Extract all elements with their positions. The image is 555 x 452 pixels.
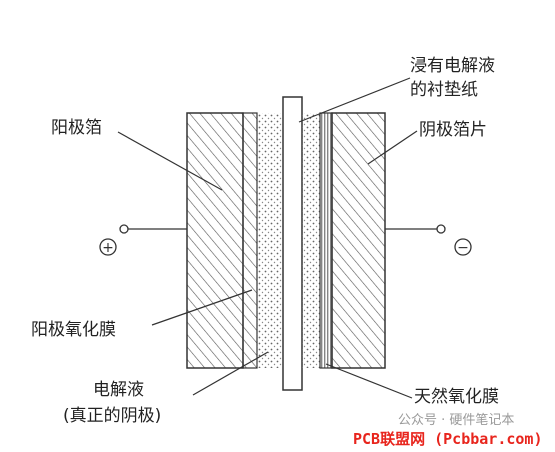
electrolyte-region-right [302, 113, 320, 368]
label-electrolyte-line1: 电解液 [93, 380, 144, 400]
leader-natural-oxide [325, 363, 413, 399]
negative-lead-end [436, 224, 446, 234]
negative-symbol-ring [454, 238, 472, 256]
anode-oxide-film-strip [242, 112, 258, 369]
anode-foil-block [186, 112, 244, 369]
label-electrolyte-line2: (真正的阴极) [63, 406, 162, 426]
label-soaked-separator-line1: 浸有电解液 [410, 56, 495, 76]
leader-separator [298, 77, 411, 123]
watermark-account: 公众号 · 硬件笔记本 [398, 413, 515, 428]
leader-electrolyte [192, 351, 269, 396]
cathode-foil-block [331, 112, 386, 369]
negative-symbol: − [457, 240, 469, 256]
label-anode-oxide-film: 阳极氧化膜 [31, 320, 116, 340]
natural-oxide-film-strip [319, 112, 333, 369]
label-cathode-foil: 阴极箔片 [419, 120, 487, 140]
label-anode-foil: 阳极箔 [51, 118, 102, 138]
positive-symbol-ring [99, 238, 117, 256]
leader-anode-oxide [151, 289, 253, 326]
watermark-site: PCB联盟网 (Pcbbar.com) [353, 430, 543, 448]
label-soaked-separator-line2: 的衬垫纸 [410, 80, 478, 100]
positive-symbol: + [102, 240, 114, 256]
separator-paper [282, 96, 303, 391]
leader-anode-foil [117, 131, 223, 191]
label-natural-oxide-film: 天然氧化膜 [414, 387, 499, 407]
positive-lead-end [119, 224, 129, 234]
leader-cathode-foil [367, 130, 418, 165]
electrolyte-region-left [257, 113, 283, 368]
